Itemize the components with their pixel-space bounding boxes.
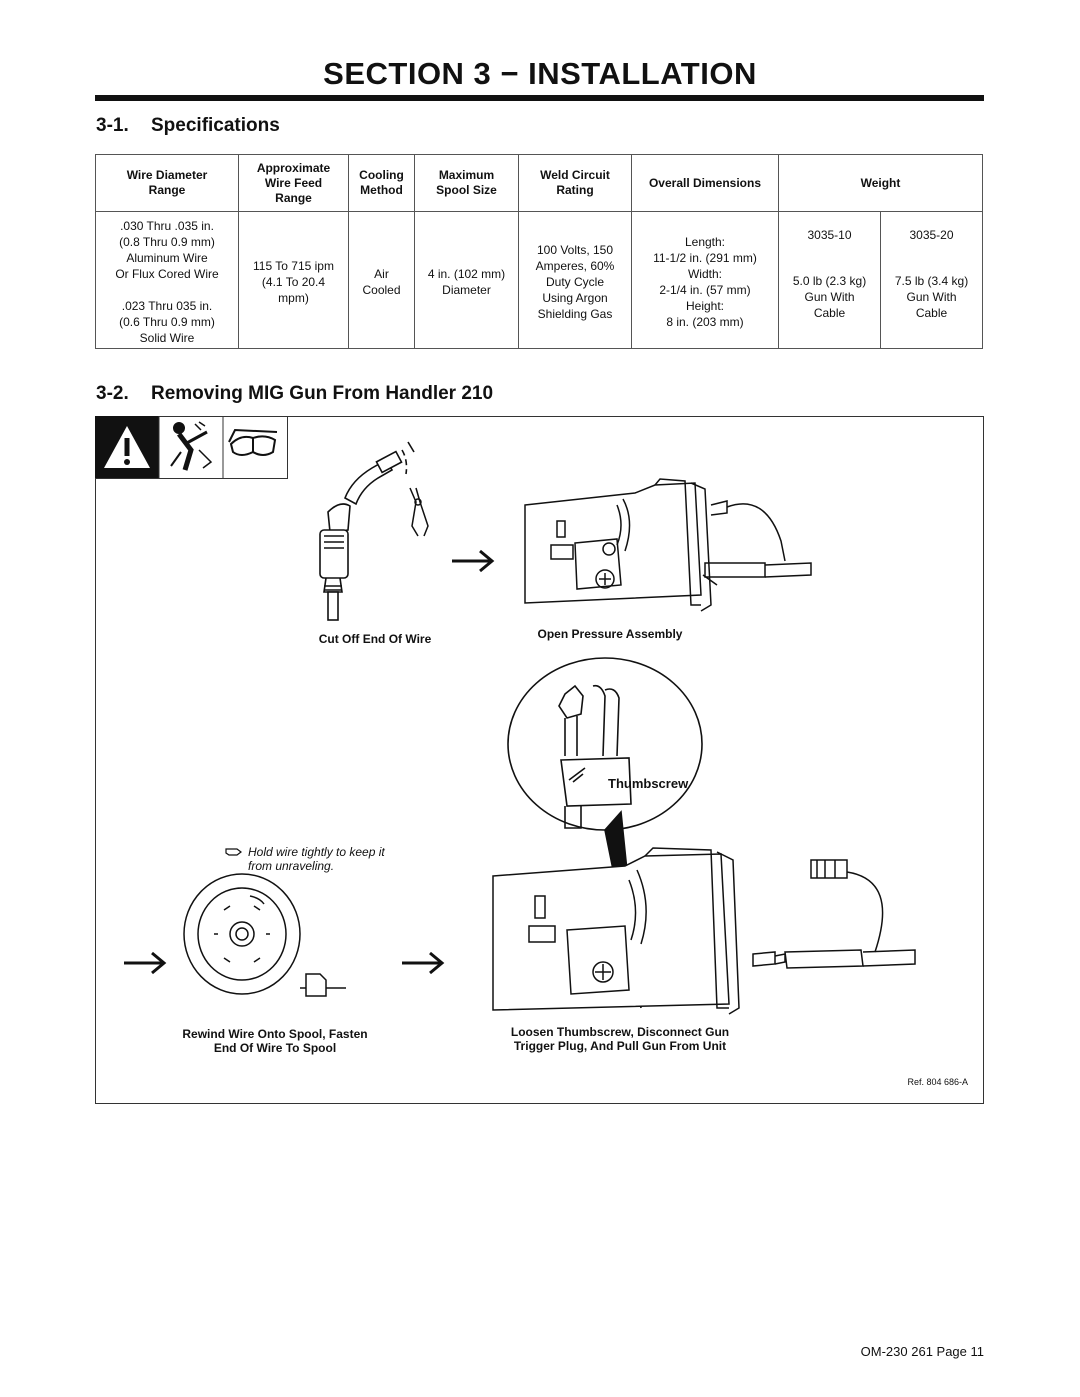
label-thumbscrew: Thumbscrew	[608, 776, 689, 791]
wire-spool-drawing	[183, 873, 346, 997]
header-weight: Weight	[778, 154, 983, 212]
header-dimensions: Overall Dimensions	[631, 154, 779, 212]
arrow-right-icon	[452, 549, 495, 573]
open-pressure-machine-drawing	[524, 478, 812, 612]
arrow-right-icon	[402, 951, 445, 975]
mig-gun-drawing	[319, 441, 429, 621]
figure-reference: Ref. 804 686-A	[907, 1077, 968, 1087]
warning-icon	[104, 426, 150, 468]
pointing-hand-icon	[225, 848, 242, 856]
section-title: SECTION 3 − INSTALLATION	[323, 56, 757, 91]
removing-gun-heading: 3-2. Removing MIG Gun From Handler 210	[96, 383, 493, 405]
specifications-heading: 3-1. Specifications	[96, 115, 280, 137]
hazard-person-icon	[170, 421, 213, 471]
safety-glasses-icon	[228, 428, 278, 456]
wire-cutter-icon	[409, 487, 429, 537]
cell-dimensions: Length:11-1/2 in. (291 mm) Width:2-1/4 i…	[631, 211, 779, 349]
title-rule	[95, 95, 984, 101]
removing-number: 3-2.	[96, 383, 129, 404]
specifications-title: Specifications	[151, 115, 280, 136]
page-footer: OM-230 261 Page 11	[860, 1344, 984, 1359]
caption-cut-off-wire: Cut Off End Of Wire	[318, 632, 432, 646]
note-hold-wire: Hold wire tightly to keep it from unrave…	[248, 845, 385, 873]
disconnect-gun-machine-drawing	[492, 847, 916, 1015]
arrow-right-icon	[124, 951, 167, 975]
specifications-number: 3-1.	[96, 115, 129, 136]
safety-icon-strip	[95, 416, 288, 479]
table-row: .030 Thru .035 in.(0.8 Thru 0.9 mm) Alum…	[95, 211, 983, 349]
figure-box	[95, 416, 984, 1104]
cell-spool: 4 in. (102 mm)Diameter	[414, 211, 519, 349]
removing-title: Removing MIG Gun From Handler 210	[151, 383, 494, 404]
caption-rewind-wire: Rewind Wire Onto Spool, Fasten End Of Wi…	[182, 1027, 368, 1055]
cell-wire-diameter: .030 Thru .035 in.(0.8 Thru 0.9 mm) Alum…	[95, 211, 239, 349]
caption-loosen-thumbscrew: Loosen Thumbscrew, Disconnect Gun Trigge…	[510, 1025, 730, 1053]
caption-open-pressure: Open Pressure Assembly	[537, 627, 683, 641]
